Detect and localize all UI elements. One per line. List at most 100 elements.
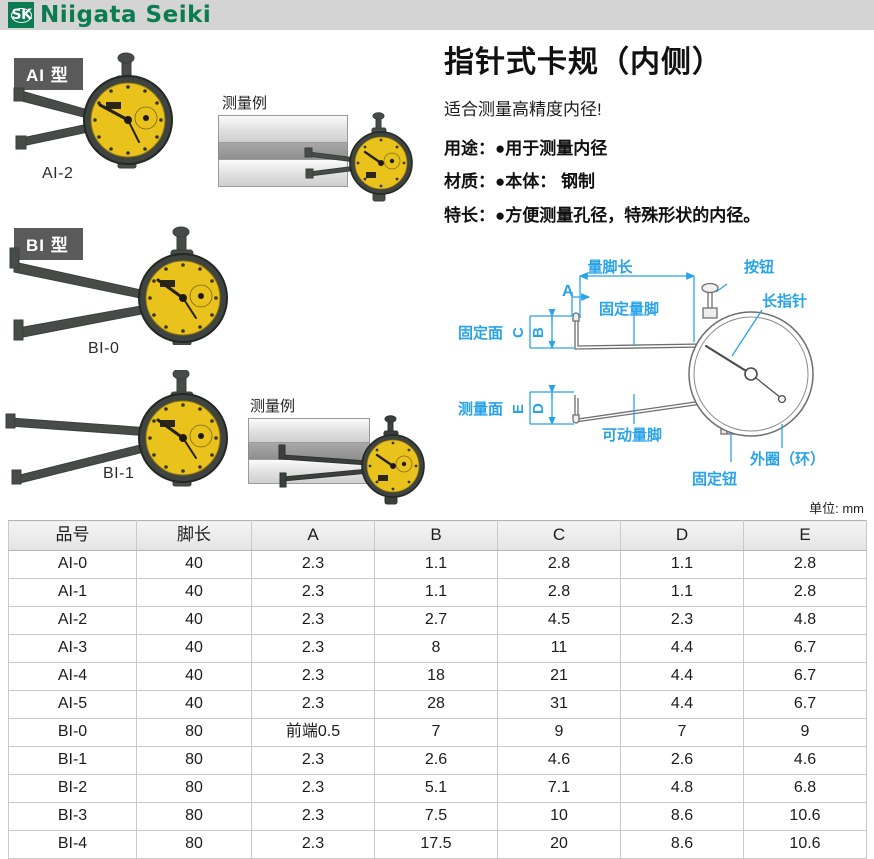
label-fixed-leg: 固定量脚 [599, 300, 659, 318]
table-cell: 2.3 [251, 634, 375, 663]
table-cell: 7 [620, 718, 744, 747]
header-bar [0, 0, 874, 30]
table-cell: 80 [136, 746, 252, 775]
table-cell: 10.6 [743, 830, 867, 859]
table-cell: 2.3 [620, 606, 744, 635]
label-movable-leg: 可动量脚 [602, 426, 662, 444]
table-cell: 40 [136, 690, 252, 719]
table-cell: 前端0.5 [251, 718, 375, 747]
table-cell: 7 [374, 718, 498, 747]
table-cell: 2.8 [497, 550, 621, 579]
table-cell: 5.1 [374, 774, 498, 803]
table-cell: 9 [743, 718, 867, 747]
table-cell: 40 [136, 662, 252, 691]
model-label-ai2: AI-2 [42, 165, 74, 182]
example-title-2: 测量例 [250, 398, 296, 415]
table-column-header: C [497, 520, 621, 551]
table-cell: 9 [497, 718, 621, 747]
spec-material-value: ●本体： 钢制 [495, 172, 595, 192]
table-cell: 2.6 [620, 746, 744, 775]
table-cell: 2.3 [251, 550, 375, 579]
sk-logo-icon: SK [8, 2, 34, 28]
diagram-svg: 量脚长 按钮 长指针 固定量脚 固定面 测量面 可动量脚 外圈（环） 固定钮 A… [458, 258, 825, 488]
table-cell: 80 [136, 830, 252, 859]
table-cell: 1.1 [374, 550, 498, 579]
brand-logo[interactable]: SK Niigata Seiki [8, 2, 211, 28]
table-cell-model: AI-4 [8, 662, 137, 691]
table-cell: 8.6 [620, 830, 744, 859]
table-cell: 21 [497, 662, 621, 691]
table-cell: 2.3 [251, 662, 375, 691]
caliper-photo-bi0 [9, 226, 228, 345]
model-label-bi0: BI-0 [88, 340, 120, 357]
table-cell: 1.1 [374, 578, 498, 607]
table-cell-model: AI-5 [8, 690, 137, 719]
label-dim-d: D [530, 403, 547, 414]
label-dim-e: E [510, 404, 527, 414]
table-column-header: A [251, 520, 375, 551]
table-cell: 2.3 [251, 690, 375, 719]
spec-usage-value: ●用于测量内径 [495, 138, 608, 158]
table-cell: 6.7 [743, 662, 867, 691]
table-cell: 20 [497, 830, 621, 859]
table-cell: 11 [497, 634, 621, 663]
label-leg-length: 量脚长 [587, 258, 633, 276]
table-cell-model: BI-2 [8, 774, 137, 803]
table-cell: 1.1 [620, 550, 744, 579]
table-cell: 2.3 [251, 578, 375, 607]
technical-diagram: 量脚长 按钮 长指针 固定量脚 固定面 测量面 可动量脚 外圈（环） 固定钮 A… [444, 252, 874, 500]
table-cell: 6.8 [743, 774, 867, 803]
caliper-photo-bi1 [5, 370, 228, 487]
table-cell: 17.5 [374, 830, 498, 859]
label-button: 按钮 [744, 258, 774, 276]
table-cell: 80 [136, 774, 252, 803]
table-cell-model: AI-0 [8, 550, 137, 579]
example-title-1: 测量例 [222, 95, 268, 112]
table-column-header: 脚长 [136, 520, 252, 551]
table-cell: 4.5 [497, 606, 621, 635]
label-lock-knob: 固定钮 [692, 470, 737, 488]
spec-features: 特长：●方便测量孔径，特殊形状的内径。 [444, 205, 874, 228]
label-dim-b: B [530, 327, 547, 338]
table-cell: 4.4 [620, 690, 744, 719]
table-cell: 40 [136, 550, 252, 579]
table-cell-model: AI-1 [8, 578, 137, 607]
table-cell-model: BI-0 [8, 718, 137, 747]
product-images-panel: AI 型 BI 型 AI-2 [0, 30, 440, 505]
table-cell: 80 [136, 802, 252, 831]
table-cell: 2.6 [374, 746, 498, 775]
table-cell: 2.8 [743, 578, 867, 607]
type-badge-ai: AI 型 [14, 58, 83, 90]
table-cell: 31 [497, 690, 621, 719]
label-fixed-face: 固定面 [458, 324, 503, 342]
table-cell-model: BI-3 [8, 802, 137, 831]
sk-logo-text: SK [10, 6, 32, 23]
table-cell: 10 [497, 802, 621, 831]
spec-usage: 用途：●用于测量内径 [444, 138, 874, 161]
table-cell: 40 [136, 634, 252, 663]
label-measuring-face: 测量面 [458, 400, 503, 418]
table-column-header: E [743, 520, 867, 551]
spec-features-value: ●方便测量孔径，特殊形状的内径。 [495, 206, 761, 226]
spec-material-key: 材质： [444, 172, 495, 192]
table-cell: 2.3 [251, 774, 375, 803]
label-dim-a: A [562, 283, 574, 300]
table-cell: 2.3 [251, 746, 375, 775]
table-cell: 2.3 [251, 830, 375, 859]
table-cell: 4.6 [743, 746, 867, 775]
table-cell: 28 [374, 690, 498, 719]
table-cell: 4.4 [620, 662, 744, 691]
label-bezel-ring: 外圈（环） [749, 450, 825, 468]
table-cell: 7.5 [374, 802, 498, 831]
table-cell-model: BI-4 [8, 830, 137, 859]
label-dim-c: C [510, 327, 527, 338]
